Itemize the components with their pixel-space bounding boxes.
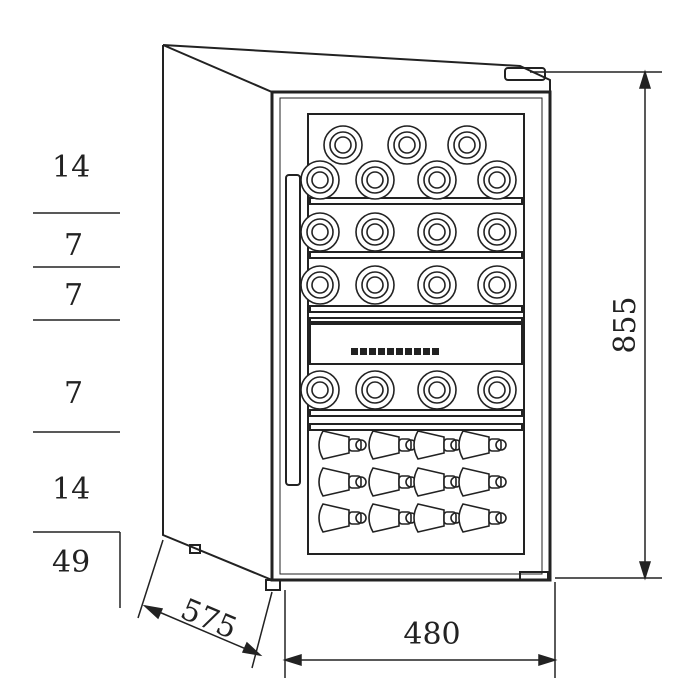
bottle-body [413,430,445,460]
bottle-cap [495,439,507,451]
bottle-cap [495,476,507,488]
capacity-dividers [33,212,121,608]
bottle-ring [306,166,334,194]
bottle-punt [366,223,384,241]
door-inner-frame [279,97,543,575]
bottle-ring [483,271,511,299]
bottle-ring [306,376,334,404]
shelf [309,423,523,431]
capacity-label-bottom: 14 [52,472,91,507]
capacity-label-zone1-top: 14 [52,150,91,185]
capacity-label-shelf3: 7 [64,278,84,313]
bottle-body [458,503,490,533]
bottle-punt [334,136,352,154]
bottle-ring [361,218,389,246]
bottle-ring [453,131,481,159]
shelf [309,409,523,417]
bottle-body [368,503,400,533]
bottle-body [318,467,350,497]
bottle-punt [488,223,506,241]
bottle-ring [423,166,451,194]
bottle-ring [483,166,511,194]
height-label: 855 [608,296,643,353]
shelf [309,305,523,313]
bottle-body [458,467,490,497]
bottle-ring [361,376,389,404]
bottle-body [318,503,350,533]
control-buttons [351,348,439,355]
control-button [414,348,421,355]
depth-label: 575 [176,592,242,647]
bottle-punt [428,276,446,294]
control-button [396,348,403,355]
bottle-ring [483,376,511,404]
bottle-body [413,503,445,533]
bottle-body [318,430,350,460]
bottle-punt [311,276,329,294]
bottle-punt [311,381,329,399]
bottle-punt [458,136,476,154]
foot-back [189,544,201,554]
dimension-lines [137,69,662,678]
bottle-ring [423,271,451,299]
control-button [432,348,439,355]
bottle-ring [423,376,451,404]
capacity-label-shelf2: 7 [64,228,84,263]
bottle-punt [398,136,416,154]
control-button [351,348,358,355]
shelf [309,251,523,259]
bottle-body [413,467,445,497]
control-button [360,348,367,355]
bottle-punt [366,381,384,399]
capacity-label-total: 49 [52,545,91,580]
control-button [378,348,385,355]
bottle-cap [355,512,367,524]
bottle-body [368,430,400,460]
capacity-label-shelf4: 7 [64,376,84,411]
cabinet [162,44,552,591]
bottle-ring [423,218,451,246]
bottle-cap [355,476,367,488]
bottle-punt [428,223,446,241]
width-label: 480 [403,617,460,652]
control-button [423,348,430,355]
bottle-punt [428,171,446,189]
hinge-bottom [519,571,549,581]
bottle-punt [311,171,329,189]
bottle-ring [329,131,357,159]
control-panel [309,321,523,365]
bottle-ring [393,131,421,159]
bottle-ring [306,271,334,299]
control-button [369,348,376,355]
bottles [300,125,517,533]
bottle-cap [495,512,507,524]
bottle-punt [311,223,329,241]
door-handle [285,174,301,486]
door-frame [270,90,552,582]
bottle-punt [488,171,506,189]
control-button [387,348,394,355]
bottle-ring [306,218,334,246]
bottle-punt [428,381,446,399]
bottle-ring [361,166,389,194]
control-button [405,348,412,355]
bottle-punt [488,276,506,294]
bottle-punt [366,171,384,189]
glass-panel [307,113,525,555]
bottle-body [368,467,400,497]
bottle-body [458,430,490,460]
bottle-punt [366,276,384,294]
foot-left [265,579,281,591]
bottle-punt [488,381,506,399]
shelf [309,197,523,205]
hinge-top [504,67,546,81]
bottle-cap [355,439,367,451]
depth-dimension-line [144,605,261,656]
bottle-ring [483,218,511,246]
bottle-ring [361,271,389,299]
